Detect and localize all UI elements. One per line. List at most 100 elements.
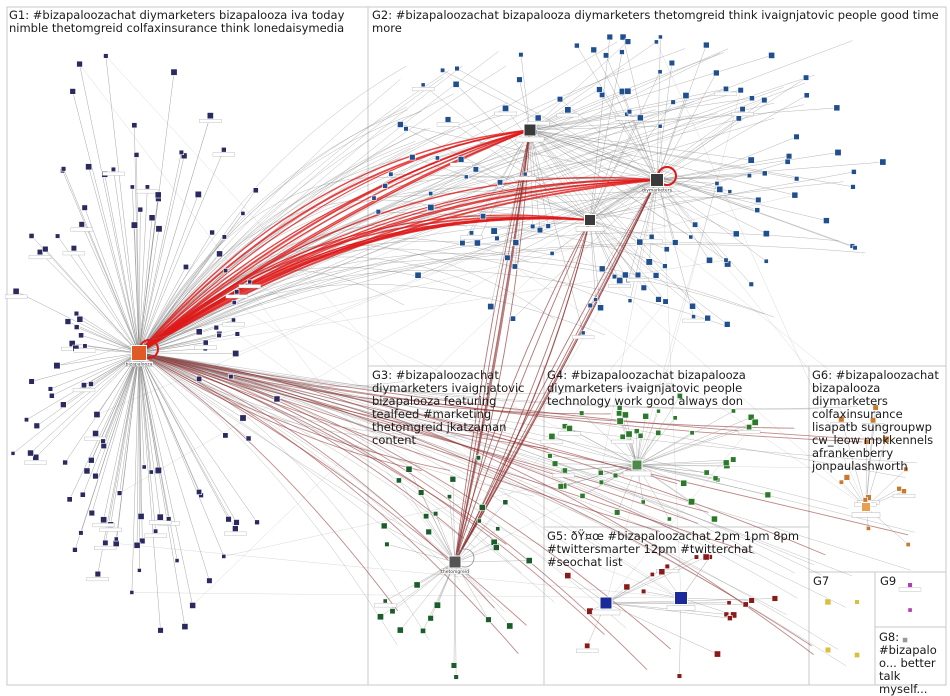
user-node[interactable] [792,192,798,198]
user-node[interactable] [48,387,53,392]
user-node[interactable] [658,35,662,39]
user-node[interactable] [214,325,219,330]
user-node[interactable] [217,333,222,338]
user-node[interactable] [626,431,632,437]
user-node[interactable] [155,192,161,198]
user-node[interactable] [866,526,870,530]
user-node[interactable] [613,473,618,478]
user-node[interactable] [622,272,628,278]
user-node[interactable] [855,600,860,605]
user-node[interactable] [643,413,649,419]
user-node[interactable] [740,106,746,112]
user-node[interactable] [231,318,235,322]
user-node[interactable] [235,332,240,337]
user-node[interactable] [495,236,500,241]
user-node[interactable] [377,614,383,620]
user-node[interactable] [667,517,671,521]
user-node[interactable] [207,578,213,584]
user-node[interactable] [804,93,809,98]
user-node[interactable] [429,191,433,195]
user-node[interactable] [635,272,641,278]
user-node[interactable] [825,599,831,605]
user-node[interactable] [383,183,388,188]
user-node[interactable] [671,100,676,105]
user-node[interactable] [101,517,107,523]
user-node[interactable] [37,249,43,255]
user-node[interactable] [158,628,164,634]
user-node[interactable] [786,153,792,159]
user-node[interactable] [598,470,603,475]
user-node[interactable] [731,409,735,413]
user-node[interactable] [149,215,155,221]
user-node[interactable] [703,42,709,48]
user-node[interactable] [517,77,523,83]
user-node[interactable] [428,615,434,621]
user-node[interactable] [60,402,66,408]
user-node[interactable] [503,500,508,505]
user-node[interactable] [565,107,571,113]
user-node[interactable] [823,218,829,224]
user-node[interactable] [714,651,720,657]
user-node[interactable] [397,627,403,633]
user-node[interactable] [906,542,910,546]
user-node[interactable] [597,87,603,93]
user-node[interactable] [535,115,541,121]
user-node[interactable] [196,329,202,335]
user-node[interactable] [464,175,468,179]
user-node[interactable] [880,159,886,165]
user-node[interactable] [406,466,412,472]
user-node[interactable] [713,476,718,481]
user-node[interactable] [738,87,744,93]
user-node[interactable] [130,185,134,189]
user-node[interactable] [203,340,208,345]
user-node[interactable] [473,167,479,173]
user-node[interactable] [196,489,201,494]
user-node[interactable] [421,83,425,87]
user-node[interactable] [381,523,387,529]
user-node[interactable] [681,480,687,486]
user-node[interactable] [142,465,146,469]
user-node[interactable] [117,491,122,496]
user-node[interactable] [376,209,381,214]
user-node[interactable] [851,185,856,190]
user-node[interactable] [654,40,658,44]
user-node[interactable] [658,70,662,74]
user-node[interactable] [138,513,144,519]
user-node[interactable] [653,273,659,279]
user-node[interactable] [493,545,499,551]
user-node[interactable] [772,596,778,602]
user-node[interactable] [221,147,226,152]
user-node[interactable] [103,540,109,546]
user-node[interactable] [835,149,841,155]
user-node[interactable] [585,643,590,648]
user-node[interactable] [451,663,457,669]
user-node[interactable] [908,608,912,612]
user-node[interactable] [111,167,116,172]
user-node[interactable] [617,418,624,425]
user-node[interactable] [86,164,92,170]
user-node[interactable] [390,609,395,614]
user-node[interactable] [749,96,754,101]
user-node[interactable] [479,504,485,510]
user-node[interactable] [450,476,456,482]
user-node[interactable] [232,526,238,532]
user-node[interactable] [624,584,630,590]
user-node[interactable] [132,123,137,128]
user-node[interactable] [756,197,762,203]
user-node[interactable] [145,185,149,189]
user-node[interactable] [657,409,661,413]
user-node[interactable] [616,411,621,416]
user-node[interactable] [253,188,258,193]
user-node[interactable] [455,66,460,71]
user-node[interactable] [765,492,771,498]
user-node[interactable] [137,568,141,572]
user-node[interactable] [11,451,15,455]
user-node[interactable] [599,92,605,98]
user-node[interactable] [839,480,843,484]
user-node[interactable] [689,235,693,239]
user-node[interactable] [217,251,223,257]
user-node[interactable] [93,473,99,479]
user-node[interactable] [752,419,758,425]
user-node[interactable] [599,266,605,272]
user-node[interactable] [505,255,511,261]
